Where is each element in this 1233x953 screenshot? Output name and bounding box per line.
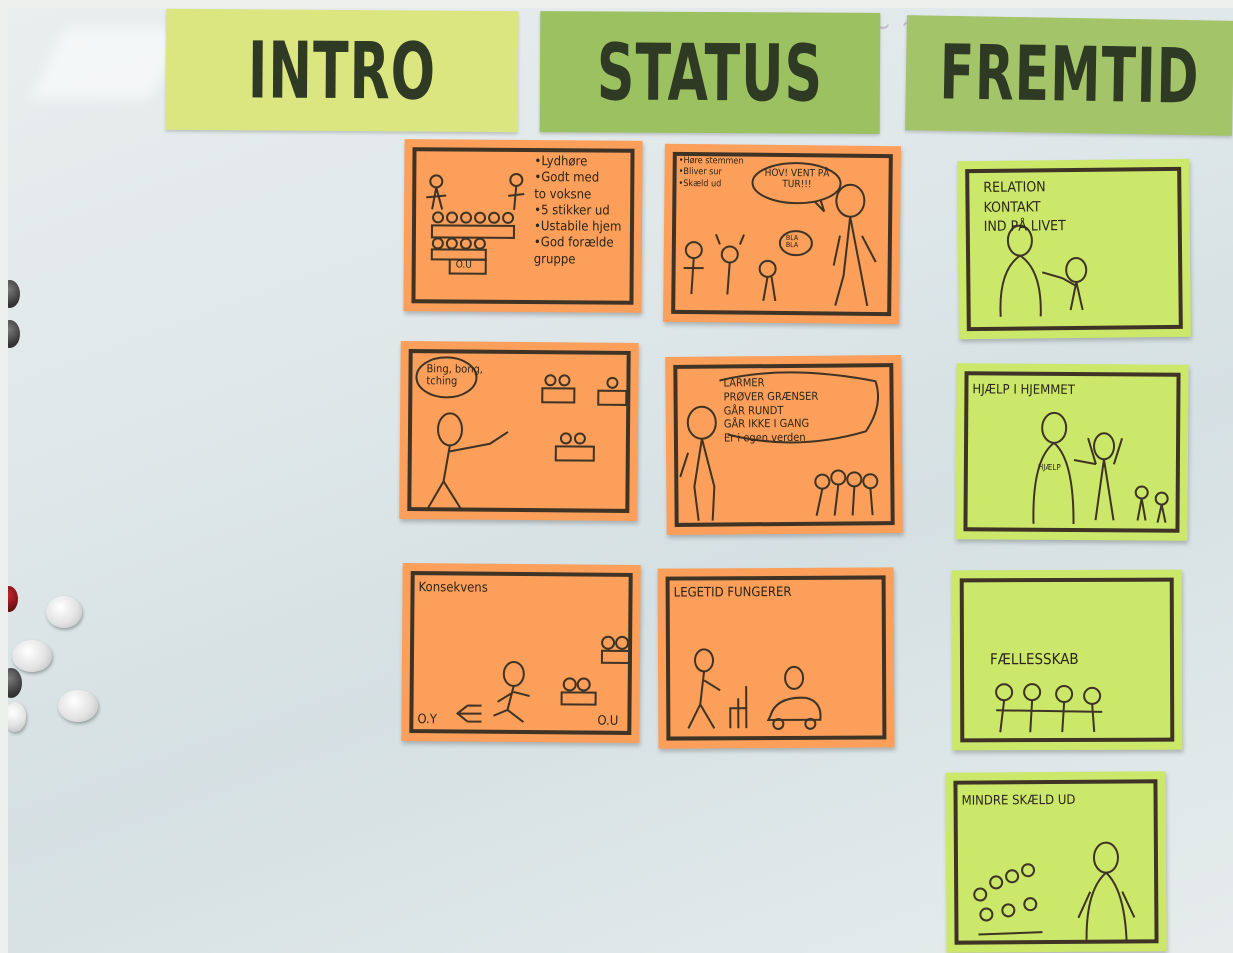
note-intro-1: O.U •Lydhøre •Godt med to voksne •5 stik… — [403, 139, 643, 313]
adult-and-child-drawing — [999, 224, 1088, 317]
teacher-pointing-drawing — [415, 356, 628, 511]
teacher-shouting-drawing — [683, 162, 877, 307]
note-status-1: •Høre stemmen •Bliver sur •Skæld ud HOV!… — [663, 143, 901, 325]
note-intro-1-label: O.U — [455, 259, 472, 271]
note-intro-3-label-left: O.Y — [417, 712, 438, 728]
note-intro-3-title: Konsekvens — [418, 580, 488, 596]
magnet — [12, 640, 52, 672]
note-status-1-small-bubble: BLA BLA — [785, 234, 799, 250]
note-status-3: LEGETID FUNGERER — [657, 567, 895, 749]
note-status-1-bubble: HOV! VENT PÅ TUR!!! — [764, 167, 830, 190]
class-group-drawing — [426, 172, 525, 275]
note-intro-3-label-right: O.U — [597, 713, 619, 729]
consequence-drawing — [455, 635, 632, 723]
note-intro-1-bullets: •Lydhøre •Godt med to voksne •5 stikker … — [533, 154, 622, 267]
note-status-2-bubble: LARMER PRØVER GRÆNSER GÅR RUNDT GÅR IKKE… — [723, 376, 819, 445]
header-intro: INTRO — [165, 8, 519, 133]
note-intro-2-bubble: Bing, bong, tching — [426, 362, 484, 388]
magnet — [8, 668, 22, 698]
light-glare — [31, 28, 185, 98]
community-drawing — [995, 683, 1103, 733]
whiteboard: ~ ~ INTRO STATUS FREMTID O.U — [8, 8, 1233, 953]
helping-at-home-drawing — [1032, 411, 1169, 525]
note-fremtid-2-shirt: HJÆLP — [1037, 462, 1061, 472]
note-intro-2: Bing, bong, tching — [399, 340, 639, 522]
note-fremtid-1: RELATION KONTAKT IND PÅ LIVET — [957, 158, 1191, 340]
header-status: STATUS — [539, 11, 881, 134]
note-fremtid-4: MINDRE SKÆLD UD — [945, 771, 1167, 953]
magnet — [8, 320, 20, 348]
header-fremtid: FREMTID — [905, 15, 1233, 136]
note-fremtid-1-title: RELATION KONTAKT IND PÅ LIVET — [983, 179, 1066, 236]
magnet — [58, 690, 98, 722]
magnet — [8, 280, 20, 308]
note-status-2: LARMER PRØVER GRÆNSER GÅR RUNDT GÅR IKKE… — [665, 354, 903, 536]
note-fremtid-2-title: HJÆLP I HJEMMET — [972, 382, 1075, 399]
less-scolding-drawing — [973, 841, 1136, 940]
magnet — [46, 596, 82, 628]
note-fremtid-2: HJÆLP I HJEMMET HJÆLP — [955, 363, 1189, 541]
note-fremtid-3-title: FÆLLESSKAB — [989, 649, 1079, 669]
note-intro-3: Konsekvens O.Y O.U — [401, 562, 641, 744]
magnet — [8, 586, 18, 612]
playtime-drawing — [687, 648, 822, 730]
magnet — [8, 702, 26, 732]
note-fremtid-3: FÆLLESSKAB — [951, 569, 1183, 751]
note-status-1-bullets: •Høre stemmen •Bliver sur •Skæld ud — [678, 155, 744, 189]
note-status-3-title: LEGETID FUNGERER — [673, 584, 792, 601]
note-fremtid-4-title: MINDRE SKÆLD UD — [961, 792, 1076, 809]
thinking-child-drawing — [679, 371, 879, 521]
